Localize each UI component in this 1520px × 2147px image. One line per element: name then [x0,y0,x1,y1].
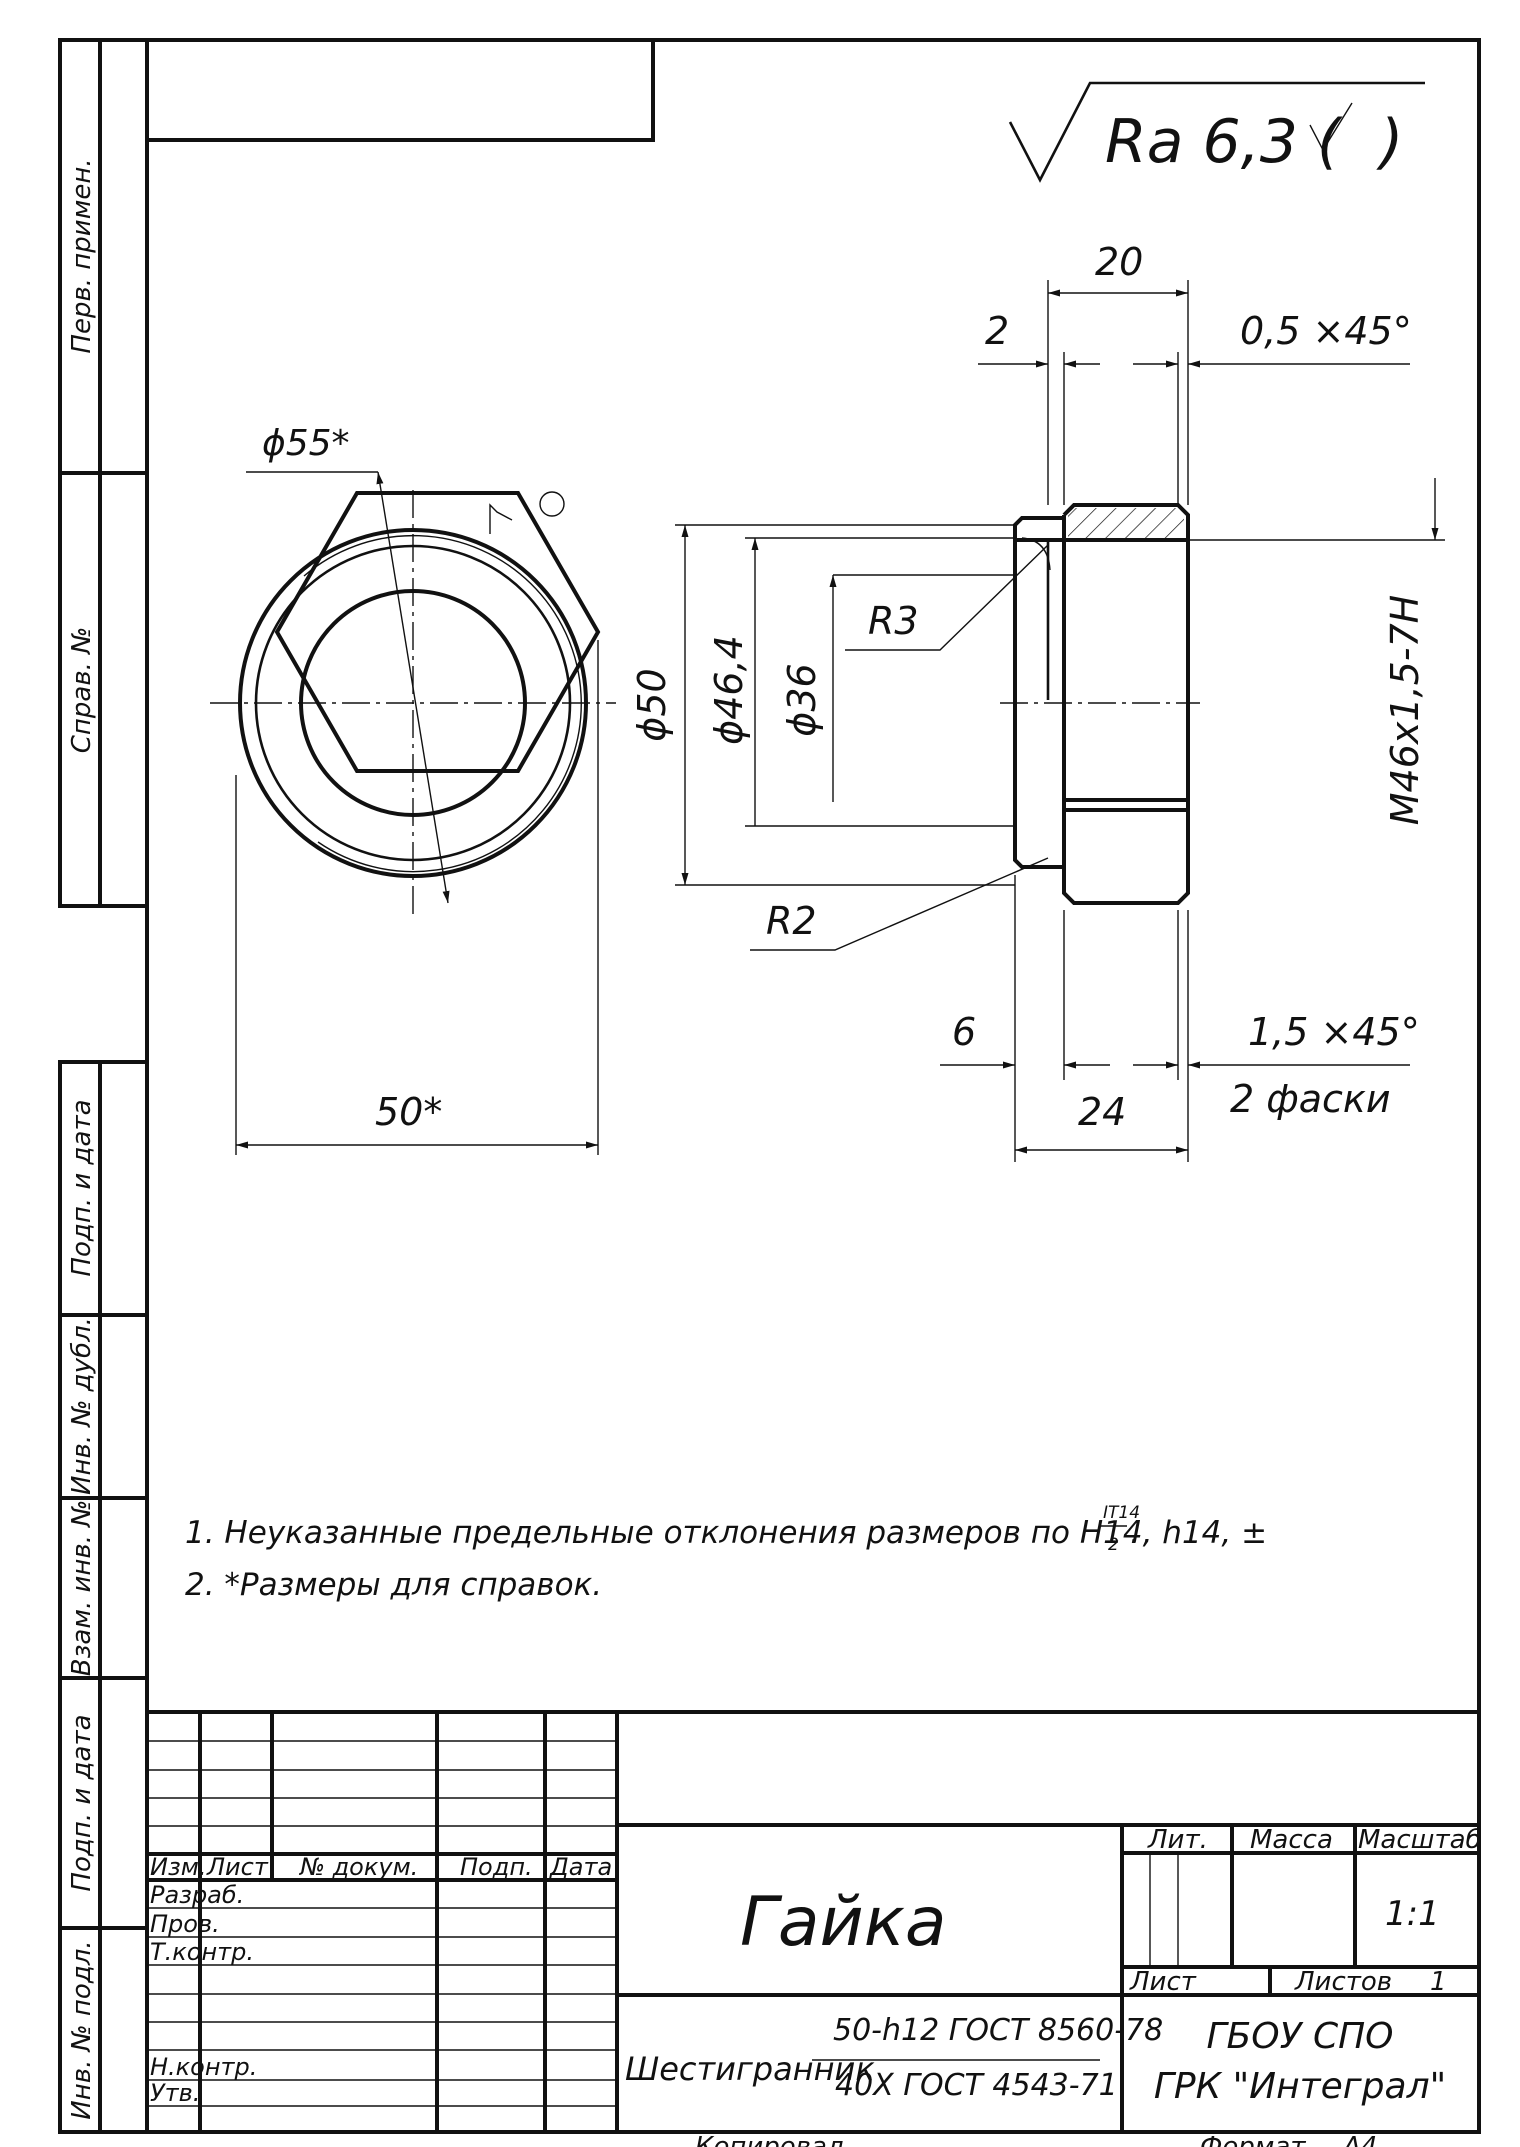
row-prov: Пров. [150,1910,220,1938]
side-label-podp1: Подп. и дата [67,1099,97,1276]
dim-diameter-36: ϕ36 [780,663,824,736]
label-copied: Копировал [695,2132,844,2147]
org-line-1: ГБОУ СПО [1206,2016,1393,2057]
header-masshtab: Масштаб [1358,1825,1482,1855]
roughness-mark: Ra 6,3 ( ) [1008,81,1425,183]
side-label-vzam: Взам. инв. № [67,1500,97,1677]
material-prefix: Шестигранник [625,2050,875,2088]
roughness-close: ) [1376,107,1403,177]
dim-chamfer-count: 2 фаски [1230,1077,1391,1121]
dim-chamfer-top: 0,5 ×45° [1240,309,1412,353]
format-value: А4 [1341,2132,1377,2147]
dim-radius-2: R2 [766,899,817,943]
col-doc: № докум. [298,1853,418,1881]
col-podp: Подп. [460,1853,533,1881]
dim-width-2: 2 [985,309,1009,353]
row-utv: Утв. [150,2079,200,2107]
dim-hex-circumscribed: ϕ55* [262,423,350,464]
technical-notes: 1. Неуказанные предельные отклонения раз… [185,1503,1267,1603]
col-date: Дата [549,1853,612,1881]
dim-across-flats: 50* [375,1090,442,1134]
note-line-1: 1. Неуказанные предельные отклонения раз… [185,1515,1267,1551]
note-fraction-end: . [1130,1515,1140,1551]
note-fraction-num: IT14 [1103,1503,1140,1523]
side-label-inv-podl: Инв. № подл. [67,1940,97,2119]
dim-chamfer-bottom: 1,5 ×45° [1248,1010,1420,1054]
dim-width-6: 6 [952,1010,976,1054]
header-lit: Лит. [1147,1825,1208,1855]
note-fraction-den: 2 [1108,1535,1119,1555]
roughness-text: Ra 6,3 ( [1105,107,1343,177]
material-bottom: 40Х ГОСТ 4543-71 [835,2068,1118,2103]
label-sheet: Лист [1129,1967,1197,1997]
sheets-count: 1 [1430,1967,1447,1997]
nut-front-view: ϕ55* 50* [210,423,616,1155]
side-label-perv: Перв. примен. [67,158,97,353]
side-label-podp2: Подп. и дата [67,1714,97,1891]
material-top: 50-h12 ГОСТ 8560-78 [833,2013,1163,2048]
part-name: Гайка [740,1883,947,1962]
note-line-2: 2. *Размеры для справок. [185,1567,602,1603]
scale-value: 1:1 [1385,1894,1440,1934]
org-line-2: ГРК "Интеграл" [1154,2066,1446,2107]
title-block: Изм. Лист № докум. Подп. Дата Разраб. Пр… [147,1710,1482,2147]
dim-width-20: 20 [1095,240,1143,284]
col-list: Лист [206,1853,269,1881]
label-sheets: Листов [1294,1967,1392,1997]
header-massa: Масса [1250,1825,1333,1855]
side-label-sprav: Справ. № [67,627,97,753]
dim-radius-3: R3 [868,599,919,643]
nut-side-view: 20 2 0,5 ×45° ϕ50 ϕ46,4 ϕ36 R3 R2 M46x1,… [630,240,1445,1162]
dim-thread: M46x1,5-7H [1383,595,1427,826]
dim-width-24: 24 [1078,1090,1126,1134]
side-label-inv-dubl: Инв. № дубл. [67,1317,97,1495]
label-format: Формат [1200,2132,1306,2147]
row-razrab: Разраб. [150,1881,244,1909]
row-tkontr: Т.контр. [150,1938,254,1966]
row-nkontr: Н.контр. [150,2053,257,2081]
side-strip: Перв. примен. Справ. № Подп. и дата Инв.… [58,38,149,2134]
dim-diameter-50: ϕ50 [630,668,674,741]
col-izm: Изм. [150,1853,206,1881]
roughness-check-icon [1309,102,1353,152]
dim-diameter-46: ϕ46,4 [707,635,751,745]
